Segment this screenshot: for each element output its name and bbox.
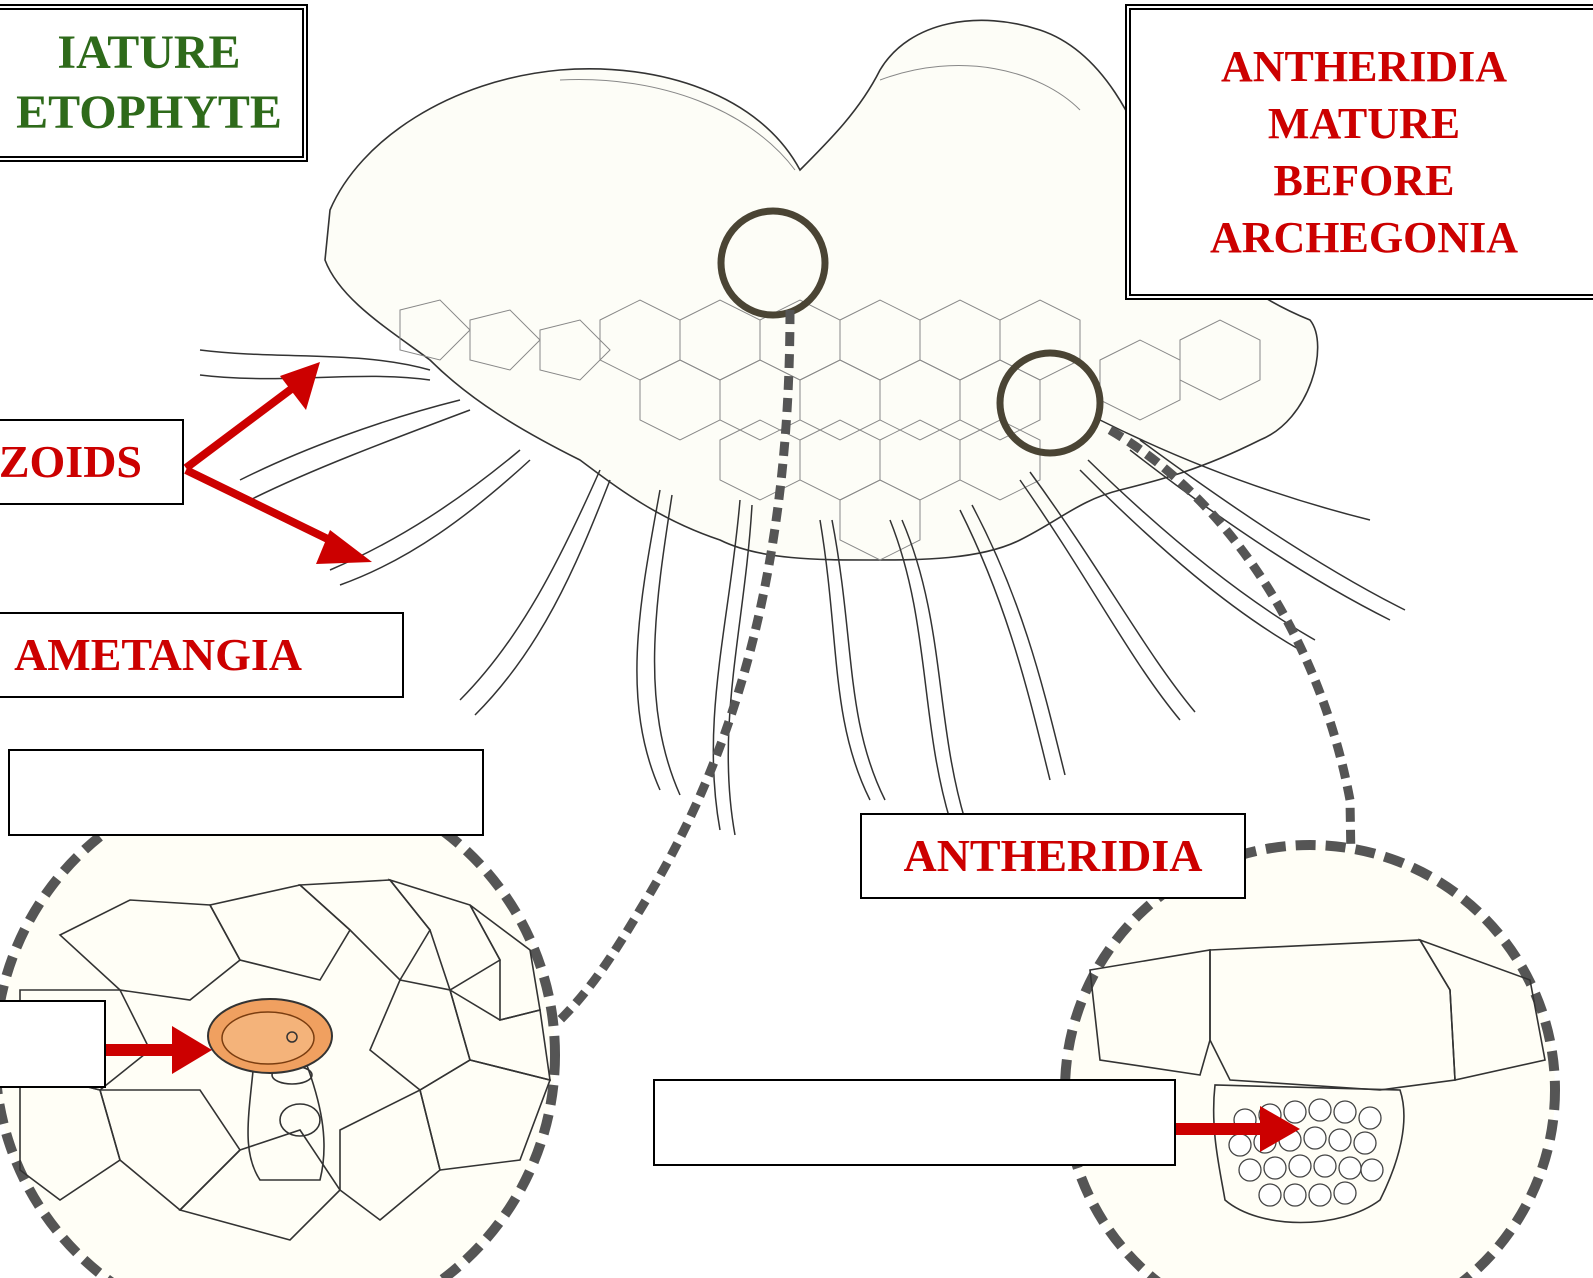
arrow-up-right xyxy=(186,384,298,468)
info-line-2: MATURE xyxy=(1268,95,1460,152)
label-antheridia-text: ANTHERIDIA xyxy=(903,827,1202,885)
info-line-3: BEFORE xyxy=(1274,152,1455,209)
info-line-4: ARCHEGONIA xyxy=(1210,209,1518,266)
title-line-2: ETOPHYTE xyxy=(16,83,282,143)
info-line-1: ANTHERIDIA xyxy=(1221,38,1507,95)
blank-label-upper xyxy=(8,749,484,836)
antheridium-zoom xyxy=(1065,845,1555,1278)
title-line-1: IATURE xyxy=(57,23,240,83)
arrow-up-right-head xyxy=(280,362,320,410)
label-gametangia: AMETANGIA xyxy=(0,612,404,698)
title-box: IATURE ETOPHYTE xyxy=(0,4,308,162)
arrow-down-right xyxy=(186,470,340,545)
blank-label-right xyxy=(653,1079,1176,1166)
info-box: ANTHERIDIA MATURE BEFORE ARCHEGONIA xyxy=(1125,4,1593,300)
label-zoids: ZOIDS xyxy=(0,419,184,505)
label-antheridia: ANTHERIDIA xyxy=(860,813,1246,899)
label-zoids-text: ZOIDS xyxy=(0,433,142,491)
blank-label-left xyxy=(0,1000,106,1088)
label-gametangia-text: AMETANGIA xyxy=(14,626,302,684)
